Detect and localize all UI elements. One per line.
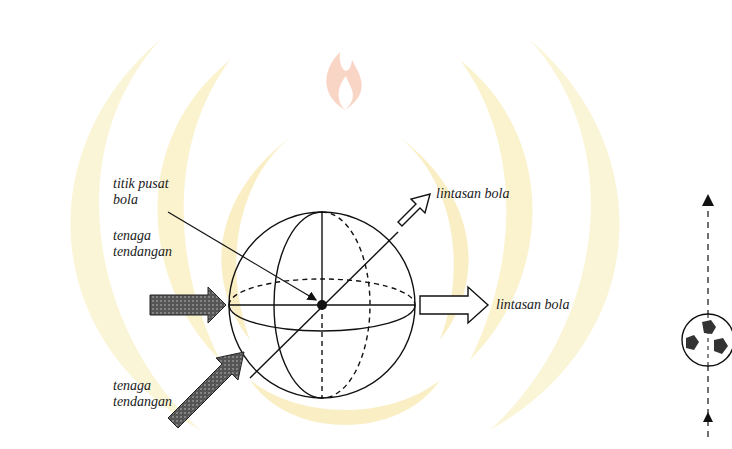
trajectory-arrow	[420, 287, 488, 323]
center-point	[317, 300, 327, 310]
annotation-label: tenaga tendangan	[113, 378, 191, 410]
kick-force-arrow	[150, 287, 226, 323]
kick-force-arrow	[168, 352, 244, 428]
ball-sphere	[229, 212, 415, 398]
leader-line	[168, 212, 316, 300]
annotation-label: lintasan bola	[436, 186, 556, 202]
annotation-label: titik pusat bola	[113, 176, 195, 208]
watermark-logo	[70, 40, 619, 430]
trajectory-arrow	[398, 194, 430, 226]
annotation-label: lintasan bola	[496, 297, 616, 313]
annotation-label: tenaga tendangan	[113, 228, 191, 260]
small-ball	[682, 194, 732, 440]
